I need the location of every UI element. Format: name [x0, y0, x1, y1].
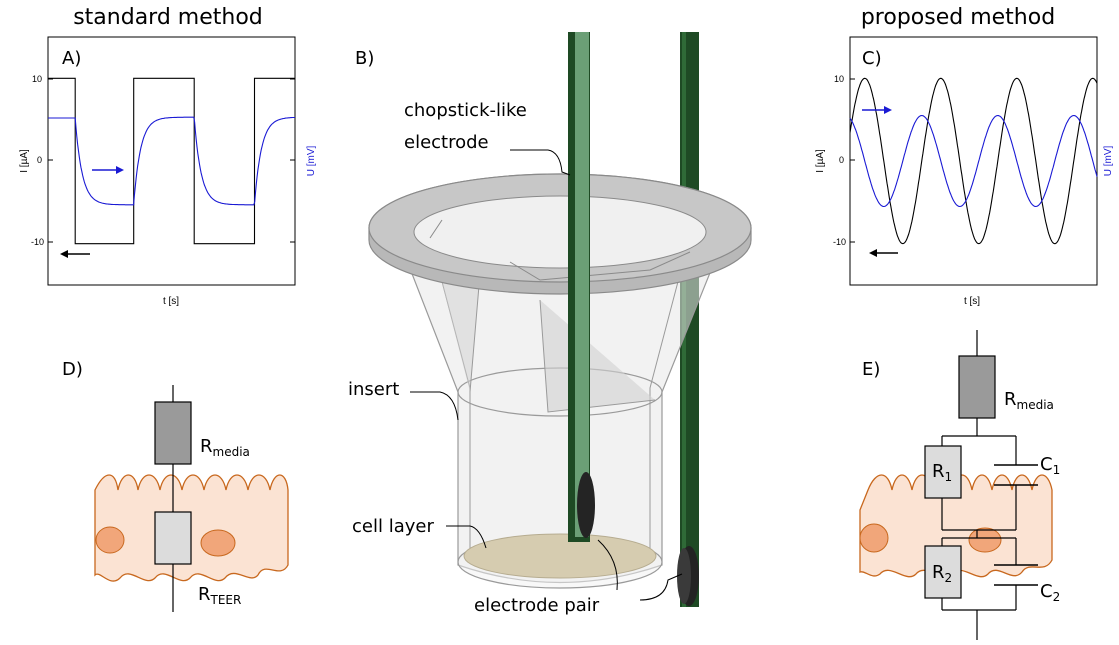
callout-chopstick-leader	[510, 149, 571, 176]
chart-c-ylabel-left: I [µA]	[815, 149, 826, 173]
chart-a-arrow-current	[60, 250, 90, 258]
label-c1: C1	[1040, 454, 1060, 477]
panel-label-a: A)	[62, 48, 81, 69]
chart-a-frame	[47, 36, 296, 286]
chart-a-arrow-voltage	[92, 166, 124, 174]
nucleus-d-right	[200, 529, 236, 557]
capacitor-c1	[994, 464, 1038, 486]
nucleus-e-left	[859, 523, 889, 553]
panel-label-c: C)	[862, 48, 882, 69]
resistor-media-e	[958, 355, 996, 419]
chart-a-current-series	[48, 77, 295, 245]
chart-c-ylabel-right: U [mV]	[1103, 146, 1114, 177]
circuit-e: E)	[859, 330, 1060, 640]
callout-electrode-pair-leader-1	[597, 539, 618, 591]
panel-label-d: D)	[62, 359, 83, 380]
resistor-r1	[924, 445, 962, 499]
circuit-e-wires	[941, 330, 1017, 640]
chart-c-frame	[849, 36, 1098, 286]
chart-c-ticklabel-0: 0	[839, 155, 844, 165]
resistor-teer-d	[154, 511, 192, 565]
chart-c-current-series	[849, 77, 1098, 245]
label-r1: R1	[932, 461, 952, 484]
chart-a: 10 0 -10 I [µA] U [mV] t [s] A)	[19, 36, 317, 307]
label-r-media-e: Rmedia	[1004, 389, 1054, 412]
callout-chopstick-line1: chopstick-like	[404, 100, 527, 121]
chart-c-voltage-series	[849, 114, 1098, 208]
chart-c-arrow-current	[869, 249, 898, 257]
chart-c-ticklabel-10: 10	[834, 74, 844, 84]
nucleus-d-left	[95, 526, 125, 554]
chart-c-arrow-voltage	[862, 106, 892, 114]
chart-c: 10 0 -10 I [µA] U [mV] t [s] C)	[815, 36, 1114, 307]
chart-c-ticklabel-neg10: -10	[833, 237, 846, 247]
chart-c-xlabel: t [s]	[964, 296, 980, 307]
chart-a-ticklabel-neg10: -10	[31, 237, 44, 247]
label-r-media-d: Rmedia	[200, 436, 250, 459]
resistor-r2	[924, 545, 962, 599]
chart-a-ticklabel-10: 10	[32, 74, 42, 84]
chart-a-ylabel-left: I [µA]	[19, 149, 30, 173]
circuit-d: D) Rmedia RTEER	[62, 359, 289, 612]
chart-a-voltage-series	[48, 116, 296, 206]
label-c2: C2	[1040, 581, 1060, 604]
resistor-media-d	[154, 401, 192, 465]
insert-flange	[368, 173, 752, 295]
insert-illustration: B)	[348, 32, 752, 616]
title-proposed-method: proposed method	[861, 5, 1055, 30]
title-standard-method: standard method	[73, 5, 263, 30]
panel-label-b: B)	[355, 48, 374, 69]
panel-label-e: E)	[862, 359, 880, 380]
electrode-front	[568, 32, 595, 542]
callout-cell-layer-leader	[446, 525, 487, 549]
chart-a-xlabel: t [s]	[163, 296, 179, 307]
label-r2: R2	[932, 562, 952, 585]
callout-cell-layer: cell layer	[352, 516, 434, 537]
cell-layer-disc	[463, 533, 657, 579]
callout-chopstick-line2: electrode	[404, 132, 489, 153]
capacitor-c2	[994, 564, 1038, 586]
chart-a-ticklabel-0: 0	[37, 155, 42, 165]
label-r-teer-d: RTEER	[198, 584, 241, 607]
nucleus-e-right	[968, 527, 1002, 553]
chart-a-ylabel-right: U [mV]	[306, 146, 317, 177]
callout-electrode-pair-leader-2	[639, 573, 683, 601]
callout-insert: insert	[348, 379, 399, 400]
callout-electrode-pair: electrode pair	[474, 595, 600, 616]
callout-insert-leader	[410, 391, 459, 421]
